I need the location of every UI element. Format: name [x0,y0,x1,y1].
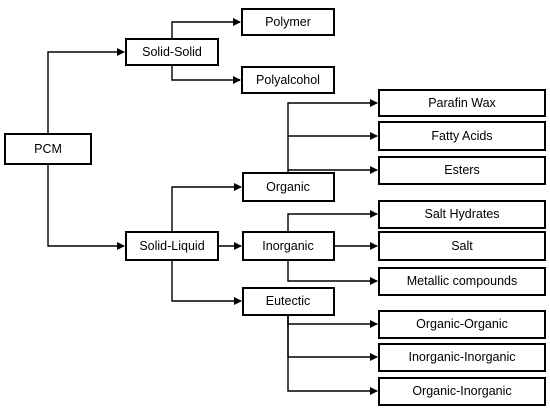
connector-organic-parafin-wax [287,99,378,173]
node-salt-hydrates: Salt Hydrates [378,200,546,229]
connector-solid-solid-polymer [171,18,241,39]
connectors [47,18,378,395]
node-fatty-acids-label: Fatty Acids [431,129,492,143]
node-inorganic-inorganic: Inorganic-Inorganic [378,343,546,372]
node-polyalcohol: Polyalcohol [241,66,335,94]
node-solid-solid-label: Solid-Solid [142,45,202,59]
node-metallic-compounds: Metallic compounds [378,267,546,296]
node-solid-liquid: Solid-Liquid [125,231,219,261]
node-esters: Esters [378,156,546,185]
node-organic: Organic [242,172,335,202]
connector-pcm-solid-liquid [47,164,125,250]
node-salt: Salt [378,231,546,261]
node-eutectic: Eutectic [242,287,335,316]
connector-inorganic-salt-hydrates [287,210,378,232]
node-esters-label: Esters [444,163,479,177]
node-solid-solid: Solid-Solid [125,38,219,66]
node-polymer-label: Polymer [265,15,311,29]
node-inorganic: Inorganic [242,231,335,261]
connector-pcm-solid-solid [47,48,125,134]
node-organic-label: Organic [266,180,310,194]
connector-eutectic-inorganic-inorganic [287,315,378,361]
connector-eutectic-organic-organic [287,315,378,328]
connector-solid-solid-polyalcohol [171,65,241,84]
node-salt-label: Salt [451,239,473,253]
node-inorganic-label: Inorganic [262,239,313,253]
node-salt-hydrates-label: Salt Hydrates [424,207,499,221]
node-organic-inorganic: Organic-Inorganic [378,377,546,406]
node-inorganic-inorganic-label: Inorganic-Inorganic [408,350,515,364]
node-eutectic-label: Eutectic [266,294,310,308]
connector-inorganic-metallic-compounds [287,260,378,285]
node-metallic-compounds-label: Metallic compounds [407,274,517,288]
node-pcm: PCM [4,133,92,165]
connector-solid-liquid-organic [171,183,242,232]
connector-solid-liquid-eutectic [171,260,242,305]
node-polyalcohol-label: Polyalcohol [256,73,320,87]
node-pcm-label: PCM [34,142,62,156]
node-polymer: Polymer [241,8,335,36]
node-solid-liquid-label: Solid-Liquid [139,239,204,253]
node-organic-organic-label: Organic-Organic [416,317,508,331]
node-parafin-wax: Parafin Wax [378,89,546,117]
node-organic-inorganic-label: Organic-Inorganic [412,384,511,398]
node-organic-organic: Organic-Organic [378,310,546,339]
node-parafin-wax-label: Parafin Wax [428,96,496,110]
connector-eutectic-organic-inorganic [287,315,378,395]
node-fatty-acids: Fatty Acids [378,121,546,151]
